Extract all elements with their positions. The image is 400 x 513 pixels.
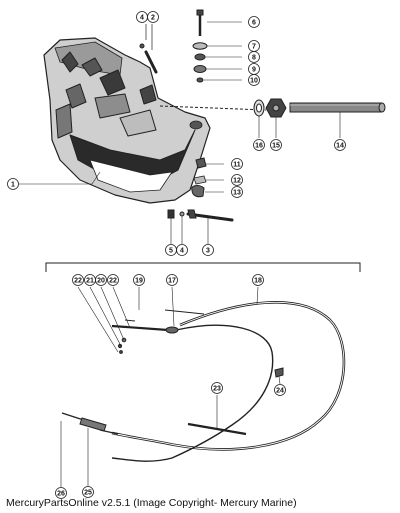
svg-text:3: 3 xyxy=(206,248,210,255)
svg-text:6: 6 xyxy=(252,20,256,27)
callout-10: 10 xyxy=(248,74,260,86)
svg-text:11: 11 xyxy=(233,162,241,169)
svg-text:8: 8 xyxy=(252,55,256,62)
svg-text:1: 1 xyxy=(11,182,15,189)
callout-23: 23 xyxy=(211,382,223,394)
callout-8: 8 xyxy=(248,51,260,63)
callout-2: 2 xyxy=(147,11,159,23)
callout-5: 5 xyxy=(165,244,177,256)
callout-22: 22 xyxy=(72,274,84,286)
stern-bracket xyxy=(43,37,211,204)
svg-text:17: 17 xyxy=(168,278,176,285)
svg-text:24: 24 xyxy=(276,388,284,395)
callout-9: 9 xyxy=(248,63,260,75)
lower-bolt-group xyxy=(167,209,234,244)
pivot-small-parts xyxy=(191,157,224,198)
svg-text:19: 19 xyxy=(135,278,143,285)
callout-3: 3 xyxy=(202,244,214,256)
callout-4b: 4 xyxy=(176,244,188,256)
callout-24: 24 xyxy=(274,384,286,396)
svg-text:10: 10 xyxy=(250,78,258,85)
callout-17: 17 xyxy=(166,274,178,286)
svg-text:23: 23 xyxy=(213,386,221,393)
bolt-washer-stack xyxy=(192,9,242,83)
screw-parts-top xyxy=(139,24,158,74)
tilt-tube-assembly xyxy=(253,98,386,138)
svg-text:2: 2 xyxy=(151,15,155,22)
callout-13: 13 xyxy=(231,186,243,198)
callout-14: 14 xyxy=(334,139,346,151)
cable-end-hardware xyxy=(60,286,284,487)
svg-text:7: 7 xyxy=(252,44,256,51)
callout-26: 26 xyxy=(55,487,67,499)
callout-16: 16 xyxy=(253,139,265,151)
alignment-line xyxy=(159,105,267,111)
callout-7: 7 xyxy=(248,40,260,52)
svg-text:20: 20 xyxy=(97,278,105,285)
svg-text:4: 4 xyxy=(140,15,144,22)
svg-text:5: 5 xyxy=(169,248,173,255)
svg-text:26: 26 xyxy=(57,491,65,498)
svg-text:9: 9 xyxy=(252,67,256,74)
svg-text:25: 25 xyxy=(84,490,92,497)
callout-6: 6 xyxy=(248,16,260,28)
copyright-caption: MercuryPartsOnline v2.5.1 (Image Copyrig… xyxy=(6,497,297,509)
callout-25: 25 xyxy=(82,486,94,498)
svg-text:4: 4 xyxy=(180,248,184,255)
callout-18: 18 xyxy=(252,274,264,286)
svg-text:21: 21 xyxy=(86,278,94,285)
callout-19: 19 xyxy=(133,274,145,286)
control-cable xyxy=(61,301,346,462)
svg-text:13: 13 xyxy=(233,190,241,197)
callout-20: 20 xyxy=(95,274,107,286)
callout-1: 1 xyxy=(7,178,19,190)
svg-text:18: 18 xyxy=(254,278,262,285)
callout-22b: 22 xyxy=(107,274,119,286)
svg-text:12: 12 xyxy=(233,178,241,185)
svg-text:15: 15 xyxy=(272,143,280,150)
callout-11: 11 xyxy=(231,158,243,170)
svg-text:14: 14 xyxy=(336,143,344,150)
svg-text:22: 22 xyxy=(74,278,82,285)
section-divider xyxy=(45,262,361,272)
callout-4: 4 xyxy=(136,11,148,23)
callout-15: 15 xyxy=(270,139,282,151)
callout-21: 21 xyxy=(84,274,96,286)
callout-12: 12 xyxy=(231,174,243,186)
svg-text:22: 22 xyxy=(109,278,117,285)
svg-text:16: 16 xyxy=(255,143,263,150)
